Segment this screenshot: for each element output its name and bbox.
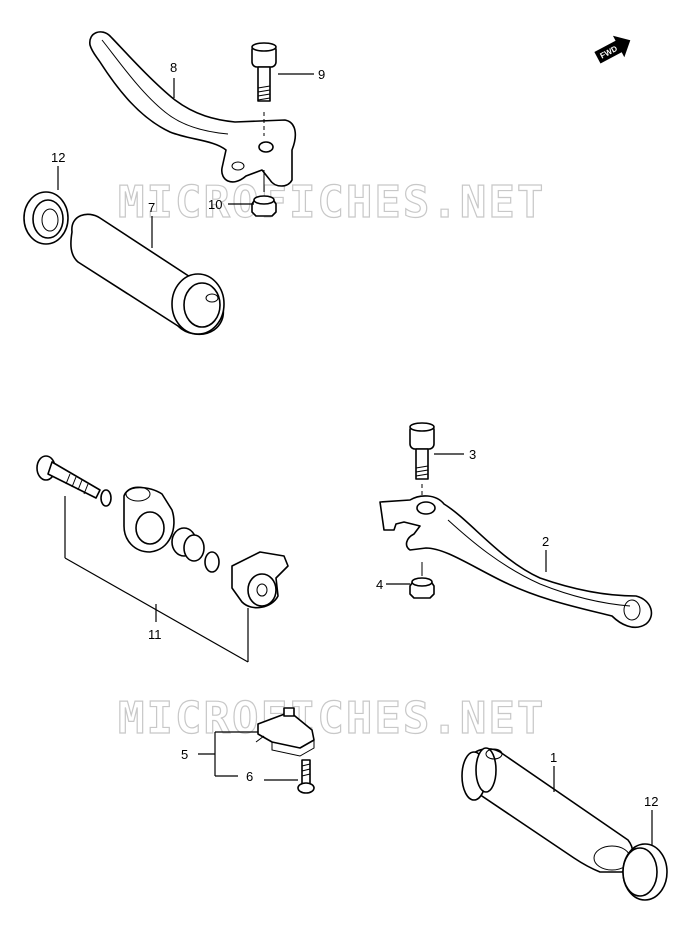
- callout-3: 3: [469, 447, 476, 462]
- bolt-right: [409, 422, 435, 496]
- callout-12-bottom: 12: [644, 794, 658, 809]
- bar-end-bottom: [622, 843, 668, 901]
- callout-5: 5: [181, 747, 188, 762]
- callout-12-top: 12: [51, 150, 65, 165]
- callout-8: 8: [170, 60, 177, 75]
- callout-9: 9: [318, 67, 325, 82]
- watermark-bottom: MICROFICHES.NET: [118, 693, 545, 744]
- switch-block: [255, 707, 315, 757]
- callout-7: 7: [148, 200, 155, 215]
- grip-bottom: [461, 747, 634, 873]
- watermark-top: MICROFICHES.NET: [118, 177, 545, 228]
- switch-assembly: [36, 455, 289, 663]
- callout-2: 2: [542, 534, 549, 549]
- screw-bottom: [297, 759, 315, 794]
- callout-1: 1: [550, 750, 557, 765]
- nut-top: [251, 170, 277, 217]
- callout-10: 10: [208, 197, 222, 212]
- bolt-top: [251, 42, 277, 136]
- callout-4: 4: [376, 577, 383, 592]
- lever-right: [379, 495, 653, 629]
- callout-11: 11: [148, 627, 162, 642]
- grip-top: [70, 213, 225, 336]
- fwd-arrow-icon: FWD: [594, 35, 631, 64]
- bar-end-top: [23, 191, 69, 245]
- nut-right: [409, 562, 435, 599]
- lever-top: [89, 31, 297, 187]
- callout-6: 6: [246, 769, 253, 784]
